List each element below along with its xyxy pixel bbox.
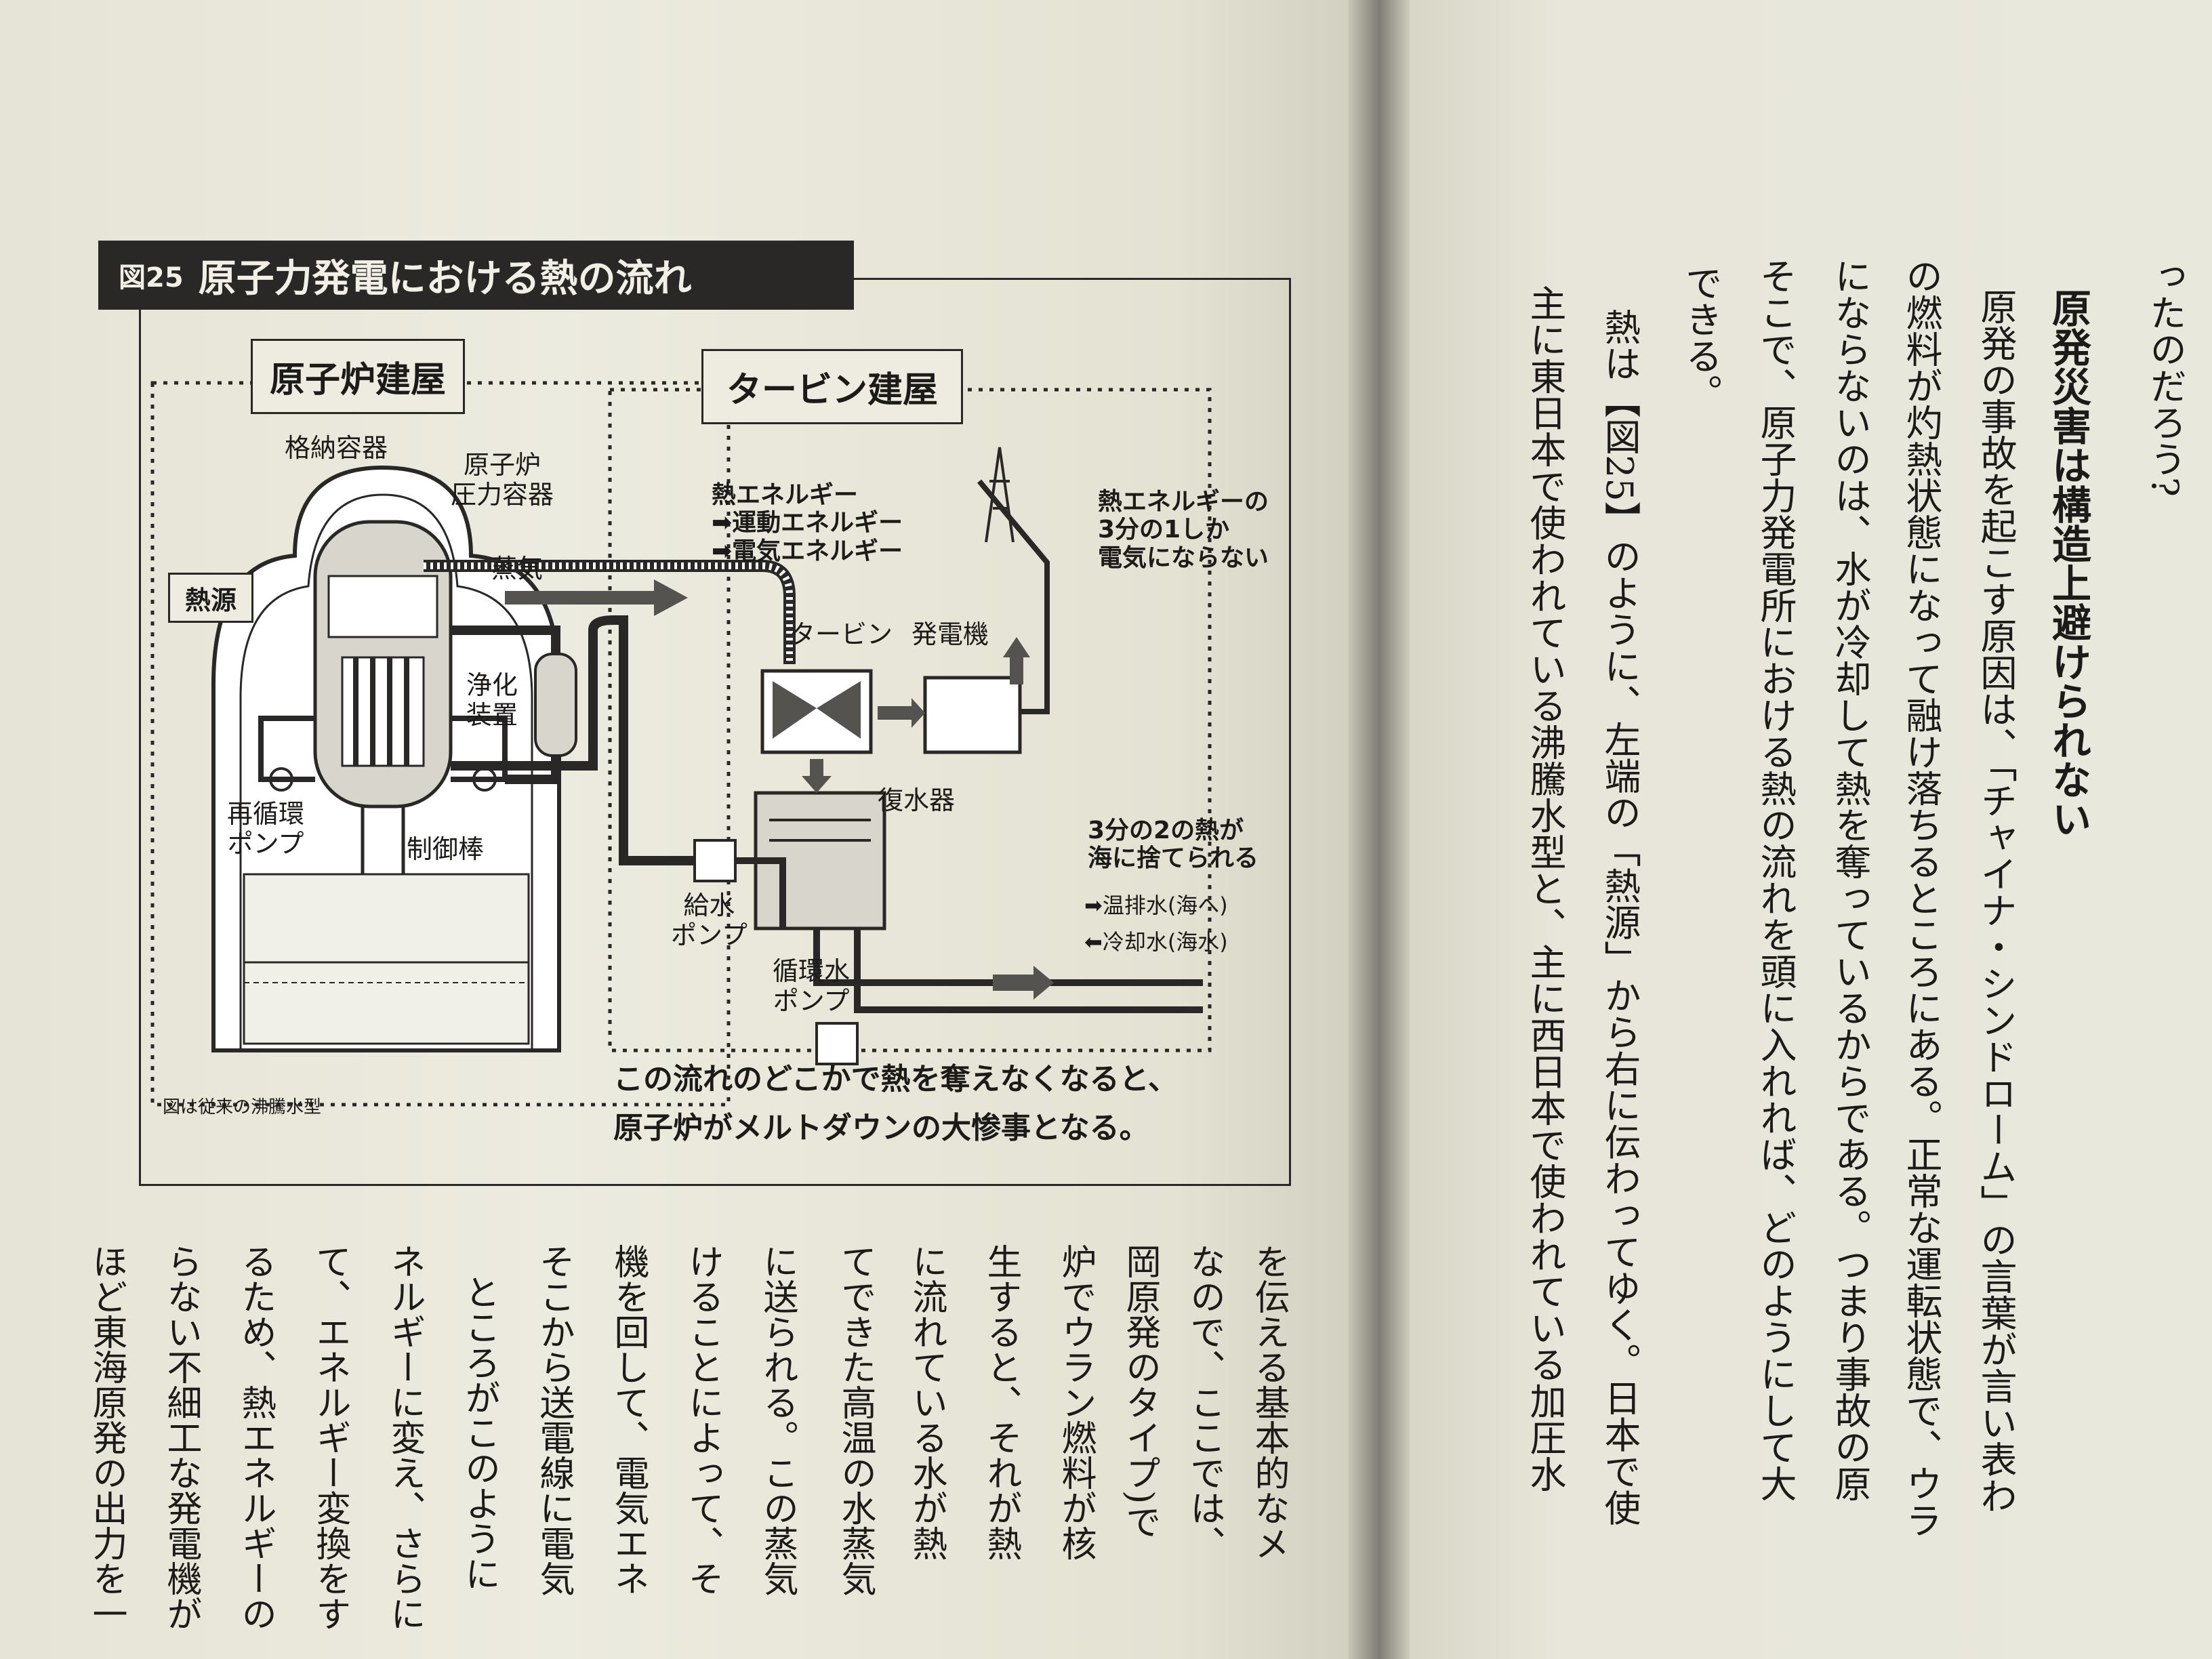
heat-source-label: 熱源 [168, 573, 253, 623]
circulation-pump-label: 循環水 ポンプ [773, 956, 851, 1016]
generator [923, 676, 1022, 754]
pressure-vessel-label: 原子炉 圧力容器 [451, 450, 554, 510]
left-body-line-16: らない不細工な発電機が [161, 1244, 201, 1631]
left-body-line-5: 生すると、それが熱 [981, 1244, 1021, 1561]
steam-flow-arrow [505, 579, 688, 616]
book-gutter [1349, 0, 1410, 1659]
left-body-line-4: 炉でウラン燃料が核 [1055, 1244, 1096, 1561]
left-body-line-7: てできた高温の水蒸気 [835, 1244, 876, 1596]
left-body-line-15: るため、熱エネルギーの [235, 1244, 276, 1631]
containment-label: 格納容器 [285, 433, 388, 463]
turbine-building-outline [608, 388, 1212, 1052]
figure-footnote: 図は従来の沸騰水型 [163, 1097, 322, 1118]
discharge-arrow [993, 966, 1054, 1000]
left-body-line-1: を伝える基本的なメ [1248, 1244, 1289, 1561]
turbine-building-label: タービン建屋 [701, 349, 963, 424]
containment-inner [239, 493, 533, 1050]
purifier-label: 浄化 装置 [466, 670, 518, 730]
left-body-line-2: なので、ここでは、 [1184, 1244, 1225, 1561]
left-body-line-3: 岡原発のタイプ)で [1120, 1244, 1160, 1540]
third-electricity-note: 熱エネルギーの 3分の1しか 電気にならない [1098, 488, 1269, 572]
left-body-line-10: 機を回して、電気エネ [608, 1244, 649, 1596]
right-body-line-4: そこで、原子力発電所における熱の流れを頭に入れれば、どのようにして大 [1754, 258, 1797, 1502]
energy-chain-label: 熱エネルギー ➡運動エネルギー ➡電気エネルギー [712, 481, 903, 565]
right-body-line-6: 熱は【図25】のように、左端の「熱源」から右に伝わってゆく。日本で使 [1598, 308, 1641, 1526]
warm-discharge-label: ➡温排水(海へ) [1084, 893, 1228, 918]
left-body-line-12: ところがこのように [459, 1274, 499, 1591]
figure-title: 原子力発電における熱の流れ [198, 256, 692, 301]
figure-caption-line1: この流れのどこかで熱を奪えなくなると、 [613, 1062, 1178, 1097]
steam-label: 蒸気 [491, 554, 544, 583]
left-body-line-8: に送られる。この蒸気 [757, 1244, 798, 1596]
right-body-line-3: にならないのは、水が冷却して熱を奪っているからである。つまり事故の原 [1828, 258, 1871, 1502]
control-rod-label: 制御棒 [407, 834, 485, 864]
power-up-arrow [1003, 637, 1030, 684]
figure-caption-line2: 原子炉がメルトダウンの大惨事となる。 [613, 1111, 1149, 1145]
turbine-label: タービン [790, 619, 893, 649]
left-body-line-9: けることによって、そ [682, 1244, 723, 1596]
feed-pump-label: 給水 ポンプ [671, 890, 747, 950]
right-page [1396, 0, 2212, 1659]
cooling-water-label: ⬅冷却水(海水) [1084, 929, 1228, 955]
reactor-building-label: 原子炉建屋 [251, 339, 465, 414]
purifier [534, 653, 577, 757]
steam-separator [327, 575, 438, 638]
left-body-line-11: そこから送電線に電気 [533, 1244, 574, 1596]
two-thirds-heat-note: 3分の2の熱が 海に捨てられる [1088, 817, 1259, 873]
right-body-line-2: の燃料が灼熱状態になって融け落ちるところにある。正常な運転状態で、ウラ [1900, 258, 1942, 1538]
suppression-pool [243, 873, 530, 1045]
recirc-pump-label: 再循環 ポンプ [227, 799, 305, 859]
figure-number: 図25 [119, 262, 184, 293]
section-heading: 原発災害は構造上避けられない [2045, 288, 2091, 838]
left-body-line-14: て、エネルギー変換をす [310, 1244, 350, 1631]
figure-title-bar: 図25 原子力発電における熱の流れ [98, 241, 854, 310]
turbine-generator-arrow [878, 698, 925, 728]
condenser-label: 復水器 [878, 785, 956, 815]
circulation-pump [815, 1022, 859, 1065]
left-body-line-17: ほど東海原発の出力を一 [86, 1244, 127, 1631]
transmission-tower [985, 447, 1015, 543]
reactor-building-outline [150, 381, 731, 1107]
left-body-line-13: ネルギーに変え、さらに [384, 1244, 425, 1631]
feed-pump [693, 839, 737, 882]
continued-text-top: ったのだろう? [2144, 258, 2186, 497]
left-body-line-6: に流れている水が熱 [906, 1244, 947, 1561]
right-body-line-5: できる。 [1679, 264, 1722, 411]
right-body-line-1: 原発の事故を起こす原因は、「チャイナ・シンドローム」の言葉が言い表わ [1974, 288, 2017, 1514]
reactor-diagram [150, 381, 1212, 1107]
right-body-line-7: 主に東日本で使われている沸騰水型と、主に西日本で使われている加圧水 [1523, 285, 1566, 1492]
generator-label: 発電機 [912, 619, 989, 649]
